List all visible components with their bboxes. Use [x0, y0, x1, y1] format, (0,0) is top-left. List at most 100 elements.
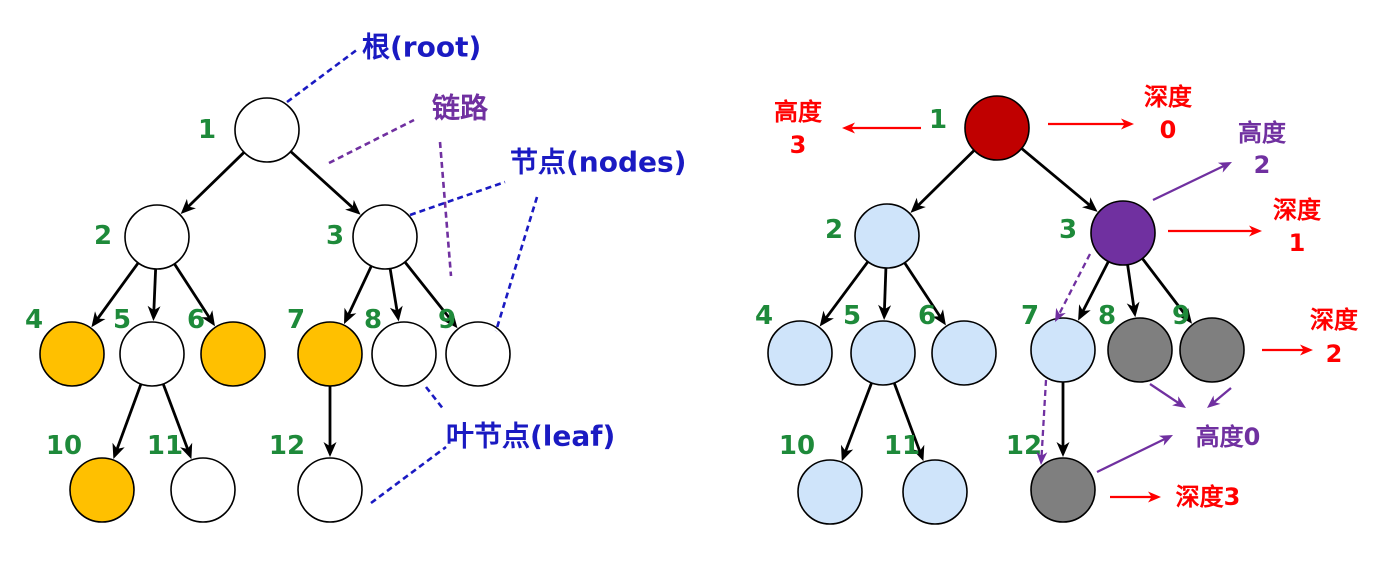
right-node-3 — [1090, 200, 1156, 266]
left-edge-2-5-head — [147, 305, 161, 321]
right-node-8 — [1107, 317, 1173, 383]
left-edge-1-2 — [186, 151, 246, 209]
right-node-9 — [1179, 317, 1245, 383]
right-edge-1-2 — [916, 149, 976, 208]
leaf-annotation: 叶节点(leaf) — [446, 420, 615, 453]
right-node-12 — [1030, 457, 1096, 523]
right-node-5 — [850, 320, 916, 386]
right-node-11 — [902, 459, 968, 525]
left-edge-7-12-head — [323, 442, 337, 457]
right-node-label-10: 10 — [779, 431, 815, 461]
right-node-label-3: 3 — [1059, 215, 1077, 245]
leaf-pointer-line-2 — [370, 445, 447, 505]
left-node-6 — [200, 321, 266, 387]
left-tree: 1 2 3 4 5 6 7 8 9 10 11 12 根(root) 链路 节点… — [25, 31, 686, 523]
left-edge-2-5 — [152, 268, 158, 313]
path-arrow-3-to-7 — [1057, 253, 1092, 316]
right-edge-5-11-head — [912, 444, 925, 462]
root-depth-value: 0 — [1160, 116, 1177, 144]
right-node-label-2: 2 — [825, 215, 843, 245]
left-edge-3-8-head — [389, 305, 403, 322]
right-edge-3-7 — [1080, 260, 1110, 314]
left-edge-1-2-head — [180, 198, 196, 214]
nodes-annotation: 节点(nodes) — [510, 146, 686, 179]
right-edge-1-3 — [1020, 147, 1092, 208]
root-height-value: 3 — [790, 131, 807, 159]
left-edge-3-9-head — [443, 312, 458, 329]
right-edge-3-8 — [1126, 264, 1136, 309]
path-arrow-7-to-12-head — [1036, 451, 1048, 465]
left-node-label-6: 6 — [187, 305, 205, 335]
left-node-12 — [297, 457, 363, 523]
nodes-pointer-line-1 — [409, 180, 506, 217]
node3-depth-label: 深度 — [1273, 196, 1322, 224]
left-edge-1-3 — [289, 150, 355, 210]
left-edge-5-11-head — [180, 442, 193, 460]
nodes-pointer-line-2 — [494, 196, 539, 332]
right-edge-2-6-head — [932, 309, 946, 326]
level3-depth-arrow-head — [1148, 491, 1161, 503]
node8-height-arrow-head — [1172, 396, 1186, 408]
right-node-label-12: 12 — [1006, 431, 1042, 461]
root-height-arrow-head — [842, 122, 855, 134]
level2-depth-label: 深度 — [1310, 306, 1359, 334]
left-edge-3-7-head — [344, 307, 357, 325]
right-edge-3-9-head — [1177, 307, 1192, 324]
level3-depth-label: 深度3 — [1176, 483, 1241, 511]
left-node-label-2: 2 — [94, 221, 112, 251]
root-depth-arrow-head — [1121, 118, 1134, 130]
right-node-4 — [767, 320, 833, 386]
left-edge-2-6 — [173, 263, 212, 320]
left-node-label-10: 10 — [46, 431, 82, 461]
node3-height-value: 2 — [1254, 151, 1271, 179]
left-node-1 — [234, 97, 300, 163]
right-node-label-1: 1 — [929, 105, 947, 135]
left-node-label-5: 5 — [113, 305, 131, 335]
left-edge-1-3-head — [345, 199, 361, 215]
left-edge-5-11 — [161, 383, 190, 452]
link-pointer-line-1 — [328, 118, 415, 165]
right-node-1 — [964, 95, 1030, 161]
path-arrow-7-to-12 — [1040, 379, 1048, 458]
left-edge-2-6-head — [201, 310, 215, 327]
left-node-7 — [297, 321, 363, 387]
right-edge-5-11 — [892, 382, 922, 454]
leaf-height-label: 高度0 — [1196, 423, 1261, 451]
left-node-label-7: 7 — [287, 305, 305, 335]
left-edge-3-8 — [388, 268, 399, 313]
node3-depth-arrow-head — [1249, 225, 1262, 237]
right-node-2 — [854, 203, 920, 269]
right-node-label-11: 11 — [884, 431, 920, 461]
right-edge-5-10 — [843, 382, 873, 454]
right-edge-3-8-head — [1126, 301, 1140, 318]
root-height-label: 高度 — [774, 98, 823, 126]
right-edge-7-12-head — [1056, 442, 1070, 457]
node3-height-arrow-head — [1217, 162, 1232, 173]
node8-height-arrow — [1149, 383, 1181, 405]
left-node-label-12: 12 — [269, 431, 305, 461]
right-node-10 — [797, 459, 863, 525]
leaf-pointer-line-1 — [424, 386, 446, 411]
right-tree: 1 2 3 4 5 6 7 8 9 10 11 12 高度 3 深度 0 高度 … — [755, 83, 1359, 525]
right-edge-2-5-head — [878, 304, 892, 320]
right-edge-1-2-head — [910, 197, 926, 213]
node12-height-arrow-head — [1158, 435, 1173, 446]
right-node-6 — [931, 320, 997, 386]
node3-height-arrow — [1152, 164, 1226, 202]
right-edge-3-7-head — [1078, 304, 1091, 321]
right-edge-3-9 — [1141, 257, 1188, 318]
left-edge-5-10-head — [112, 442, 125, 459]
left-node-9 — [445, 321, 511, 387]
level2-depth-arrow-head — [1300, 344, 1313, 356]
left-node-label-1: 1 — [198, 115, 216, 145]
left-node-label-3: 3 — [326, 221, 344, 251]
right-node-label-6: 6 — [918, 301, 936, 331]
root-annotation: 根(root) — [362, 31, 481, 64]
left-node-3 — [352, 204, 418, 270]
left-node-label-9: 9 — [438, 305, 456, 335]
left-edge-2-4-head — [91, 311, 106, 328]
right-node-label-9: 9 — [1172, 301, 1190, 331]
path-arrow-3-to-7-head — [1055, 307, 1066, 322]
left-node-4 — [39, 321, 105, 387]
level2-depth-value: 2 — [1326, 340, 1343, 368]
